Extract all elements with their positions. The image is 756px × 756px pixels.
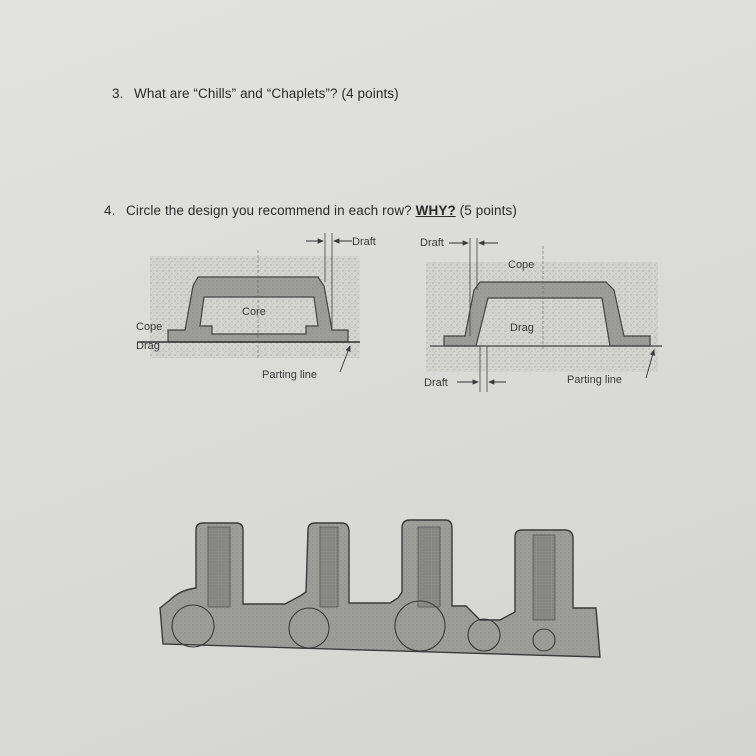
question-3: 3. What are “Chills” and “Chaplets”? (4 p… xyxy=(112,86,399,101)
left-parting-line-label: Parting line xyxy=(262,369,317,381)
feeder-1 xyxy=(207,526,231,608)
hot-spot-circle-4 xyxy=(467,618,501,652)
question-4-why: WHY? xyxy=(415,203,456,218)
riser-casting-figure xyxy=(159,519,601,658)
right-mold-sand xyxy=(426,262,658,372)
hot-spot-circle-5 xyxy=(532,628,556,652)
feeder-2 xyxy=(319,526,339,608)
question-3-number: 3. xyxy=(112,86,124,101)
question-3-text: What are “Chills” and “Chaplets”? (4 poi… xyxy=(134,86,399,101)
left-casting-figure: Draft Core Cope Drag Parting line xyxy=(136,233,376,381)
left-casting-part xyxy=(167,276,349,343)
question-4-text: Circle the design you recommend in each … xyxy=(126,203,416,218)
hot-spot-circle-1 xyxy=(171,604,215,648)
left-draft-label: Draft xyxy=(352,236,376,248)
hot-spot-circle-3 xyxy=(394,600,446,652)
right-casting-part xyxy=(443,281,651,347)
right-drag-label: Drag xyxy=(510,322,534,334)
riser-casting-body xyxy=(159,519,601,658)
left-cope-label: Cope xyxy=(136,321,162,333)
hot-spot-circle-2 xyxy=(288,607,330,649)
left-drag-label: Drag xyxy=(136,340,160,352)
right-draft-bottom-label: Draft xyxy=(424,377,448,389)
left-parting-arrow xyxy=(339,345,351,373)
question-4-number: 4. xyxy=(104,203,116,218)
right-cope-label: Cope xyxy=(508,259,534,271)
right-parting-line-label: Parting line xyxy=(567,374,622,386)
feeder-4 xyxy=(532,534,556,621)
question-4: 4. Circle the design you recommend in eac… xyxy=(104,203,517,218)
right-parting-arrow xyxy=(645,349,656,379)
right-draft-top-label: Draft xyxy=(420,237,444,249)
question-4-points: (5 points) xyxy=(455,203,517,218)
feeder-3 xyxy=(417,526,441,608)
left-core-label: Core xyxy=(242,306,266,318)
right-casting-figure: Draft Cope Drag Draft Parting line xyxy=(420,237,662,392)
